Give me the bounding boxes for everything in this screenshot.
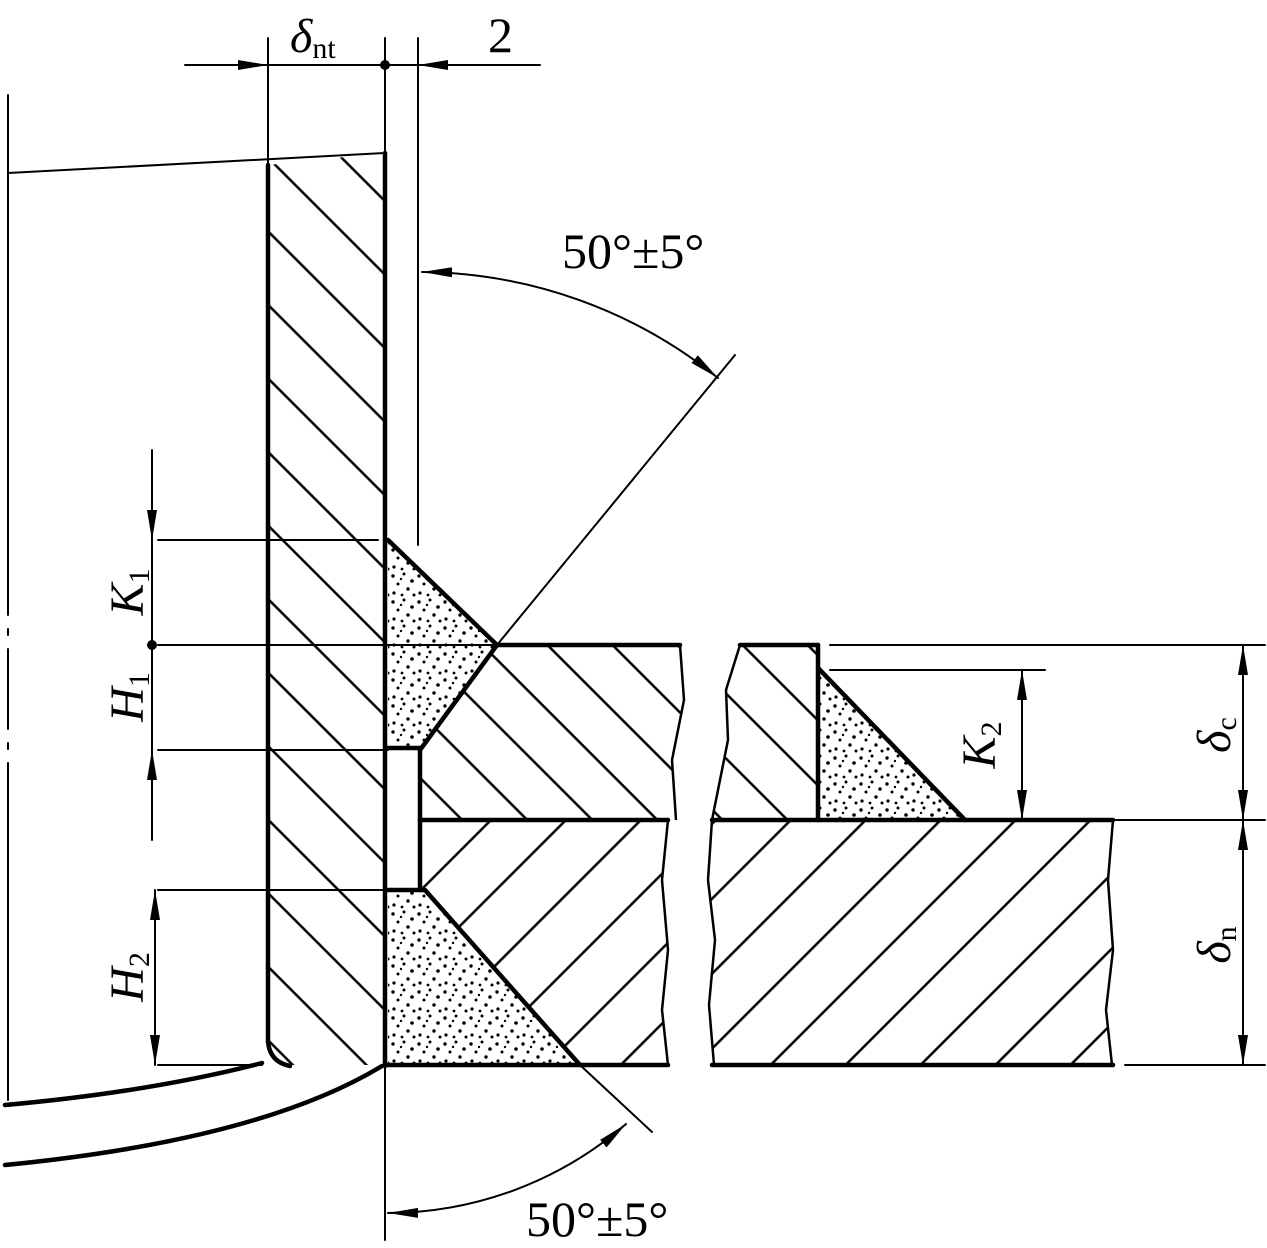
nozzle-wall-section xyxy=(268,153,385,1065)
angle-top-label: 50°±5° xyxy=(562,223,704,279)
shell-break-edge-right-start xyxy=(706,819,717,1066)
h1-label: H1 xyxy=(101,672,156,723)
delta-nt-subscript: nt xyxy=(312,32,336,65)
plate-break-edge-right xyxy=(710,644,742,821)
h2-subscript: 2 xyxy=(123,952,156,967)
delta-c-subscript: c xyxy=(1210,717,1243,730)
plate-break-edge-left xyxy=(670,644,686,821)
plate-bevel-edge xyxy=(417,642,500,753)
dim-top-dot xyxy=(380,60,390,70)
weld-h2-fill xyxy=(388,890,580,1063)
shell-curve-outer xyxy=(2,1060,265,1108)
ext-line-bottom-bevel xyxy=(579,1064,653,1133)
gap-label: 2 xyxy=(488,7,513,63)
reinforcing-plate-section-left xyxy=(420,645,684,820)
k2-label: K2 xyxy=(953,721,1008,769)
shell-curve-inner xyxy=(2,1063,385,1168)
delta-c-label: δc xyxy=(1188,717,1243,753)
delta-n-label: δn xyxy=(1188,926,1243,963)
shell-plate-section-right xyxy=(708,820,1113,1065)
shell-break-edge-left xyxy=(660,819,670,1066)
angle-bottom-label: 50°±5° xyxy=(526,1191,668,1247)
weld-k1-face xyxy=(385,537,500,648)
h2-symbol: H xyxy=(101,965,154,1003)
delta-c-symbol: δ xyxy=(1188,730,1241,753)
k2-subscript: 2 xyxy=(975,721,1008,736)
ext-line-top-bevel xyxy=(496,354,736,646)
delta-nt-symbol: δ xyxy=(290,10,313,63)
h1-subscript: 1 xyxy=(123,672,156,687)
dim-k1-h1-dot xyxy=(147,640,157,650)
k2-symbol: K xyxy=(953,734,1006,770)
h1-symbol: H xyxy=(101,685,154,723)
shell-break-edge-right-end xyxy=(1104,819,1115,1066)
delta-nt-label: δnt xyxy=(290,10,336,65)
delta-n-subscript: n xyxy=(1210,926,1243,941)
reinforcing-plate-section-right xyxy=(712,645,818,820)
delta-n-symbol: δ xyxy=(1188,941,1241,964)
h2-label: H2 xyxy=(101,952,156,1003)
nozzle-top-break-line xyxy=(7,152,386,174)
shell-plate-section-left xyxy=(420,820,668,1065)
k1-symbol: K xyxy=(101,581,154,617)
angle-arc-top xyxy=(421,267,719,379)
k1-label: K1 xyxy=(101,568,156,616)
angle-arc-bottom xyxy=(387,1123,627,1218)
k1-subscript: 1 xyxy=(123,568,156,583)
weld-k2-face xyxy=(815,665,968,823)
nozzle-outer-edge xyxy=(265,162,293,1069)
shell-bevel-edge xyxy=(422,887,583,1068)
